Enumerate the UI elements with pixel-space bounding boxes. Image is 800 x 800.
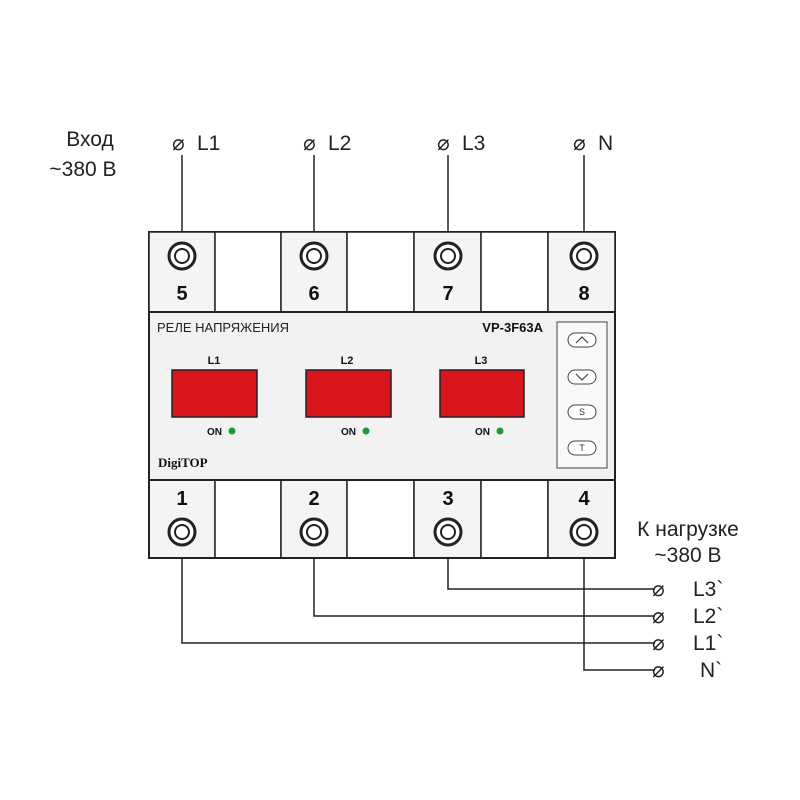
output-voltage: ~380 В xyxy=(654,544,721,567)
display-l2 xyxy=(305,369,392,418)
channel-label: L3 xyxy=(475,355,488,367)
supply-label-n: N xyxy=(598,132,613,155)
channel-label: L2 xyxy=(341,355,354,367)
brand-logo: DigiTOP xyxy=(158,455,208,470)
display-l3 xyxy=(439,369,525,418)
wire-l3-out xyxy=(447,558,655,590)
output-wires xyxy=(181,558,655,671)
blank-cell xyxy=(346,479,415,559)
blank-cell xyxy=(480,479,549,559)
timer-button[interactable]: T xyxy=(567,440,597,456)
led-l3-icon xyxy=(496,427,504,435)
bottom-screws xyxy=(167,517,599,547)
output-symbol-l1: ⌀ xyxy=(652,632,665,655)
supply-symbol-l2: ⌀ xyxy=(303,132,316,155)
output-symbols: ⌀ L3` ⌀ L2` ⌀ L1` ⌀ N` xyxy=(652,578,723,682)
supply-label-l3: L3 xyxy=(462,132,485,155)
output-label: К нагрузке xyxy=(637,518,739,541)
blank-cell xyxy=(214,231,282,313)
terminal-number-8: 8 xyxy=(578,283,589,305)
blank-cell xyxy=(346,231,415,313)
top-supply-symbols: ⌀ L1 ⌀ L2 ⌀ L3 ⌀ N xyxy=(172,132,613,155)
wire-l1-out xyxy=(181,558,655,644)
channel-label: L1 xyxy=(208,355,221,367)
blank-cell xyxy=(480,231,549,313)
supply-label-l2: L2 xyxy=(328,132,351,155)
output-label-l3: L3` xyxy=(693,578,723,601)
set-button-label: S xyxy=(579,407,585,417)
terminal-number-4: 4 xyxy=(578,488,590,510)
led-l2-icon xyxy=(362,427,370,435)
timer-button-label: T xyxy=(579,443,585,453)
channel-l1: L1 ON xyxy=(171,355,258,438)
screw-terminal-2-icon xyxy=(299,517,329,547)
supply-symbol-l1: ⌀ xyxy=(172,132,185,155)
input-wires xyxy=(181,155,585,232)
device-title: РЕЛЕ НАПРЯЖЕНИЯ xyxy=(157,320,289,335)
wire-n-out xyxy=(583,558,655,671)
relay-device: 5 6 7 8 РЕЛЕ НАПРЯЖЕНИЯ VP-3F63A L1 ON L… xyxy=(148,231,616,559)
terminal-number-5: 5 xyxy=(176,283,187,305)
screw-terminal-3-icon xyxy=(433,517,463,547)
screw-terminal-8-icon xyxy=(569,241,599,271)
output-symbol-l3: ⌀ xyxy=(652,578,665,601)
output-symbol-l2: ⌀ xyxy=(652,605,665,628)
supply-symbol-n: ⌀ xyxy=(573,132,586,155)
screw-terminal-4-icon xyxy=(569,517,599,547)
status-text: ON xyxy=(341,427,356,438)
blank-cell xyxy=(214,479,282,559)
channel-l3: L3 ON xyxy=(439,355,525,438)
down-button[interactable] xyxy=(567,369,597,385)
terminal-cell-8 xyxy=(547,231,616,313)
bottom-terminal-block xyxy=(148,479,616,559)
chevron-up-icon xyxy=(575,336,589,344)
input-voltage: ~380 В xyxy=(49,158,116,181)
output-label-l1: L1` xyxy=(693,632,723,655)
terminal-number-2: 2 xyxy=(308,488,319,510)
chevron-down-icon xyxy=(575,373,589,381)
terminal-number-6: 6 xyxy=(308,283,319,305)
led-l1-icon xyxy=(228,427,236,435)
device-model: VP-3F63A xyxy=(482,320,543,335)
status-text: ON xyxy=(475,427,490,438)
channel-l2: L2 ON xyxy=(305,355,392,438)
display-l1 xyxy=(171,369,258,418)
top-screws xyxy=(167,241,599,271)
input-label: Вход xyxy=(66,128,114,151)
output-label-n: N` xyxy=(700,659,722,682)
supply-symbol-l3: ⌀ xyxy=(437,132,450,155)
terminal-number-7: 7 xyxy=(442,283,453,305)
output-label-l2: L2` xyxy=(693,605,723,628)
screw-terminal-5-icon xyxy=(167,241,197,271)
up-button[interactable] xyxy=(567,332,597,348)
supply-label-l1: L1 xyxy=(197,132,220,155)
screw-terminal-7-icon xyxy=(433,241,463,271)
terminal-number-3: 3 xyxy=(442,488,453,510)
screw-terminal-6-icon xyxy=(299,241,329,271)
terminal-number-1: 1 xyxy=(176,488,187,510)
set-button[interactable]: S xyxy=(567,404,597,420)
output-symbol-n: ⌀ xyxy=(652,659,665,682)
screw-terminal-1-icon xyxy=(167,517,197,547)
status-text: ON xyxy=(207,427,222,438)
wire-l2-out xyxy=(313,558,655,617)
